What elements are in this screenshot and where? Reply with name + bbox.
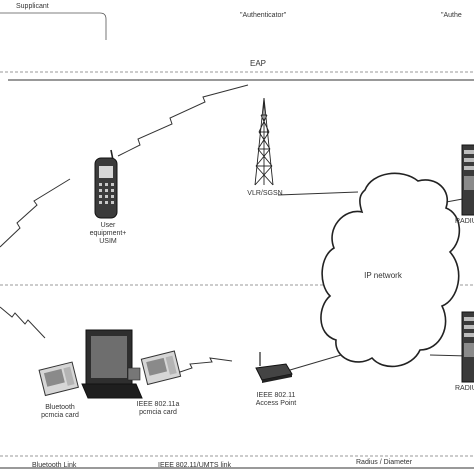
auth-server-label: "Authe	[441, 12, 462, 19]
user-equipment-label-line2: equipment+	[89, 230, 127, 237]
vlr-sgsn-label: VLR/SGSN	[247, 190, 283, 197]
card-to-ap-wireless-link	[176, 357, 233, 374]
access-point-icon	[255, 352, 293, 383]
wlan-pcmcia-card-icon	[140, 350, 182, 386]
wlan-card-label-line1: IEEE 802.11a	[136, 401, 180, 408]
supplicant-label: Supplicant	[16, 3, 49, 10]
radius-bottom-label: RADIUS	[455, 385, 474, 392]
user-equipment-label-line1: User	[100, 222, 116, 229]
vlr-to-cloud-line	[277, 191, 359, 196]
mobile-phone-icon	[94, 149, 118, 219]
radius-server-top-icon	[461, 144, 474, 216]
authenticator-label: "Authenticator"	[240, 12, 287, 19]
ip-network-label: IP network	[364, 271, 402, 280]
bluetooth-pcmcia-card-icon	[38, 361, 79, 397]
eap-label: EAP	[249, 59, 267, 68]
vlr-sgsn-tower-icon	[254, 97, 274, 186]
radius-diameter-label: Radius / Diameter	[356, 459, 413, 466]
access-point-label-line1: IEEE 802.11	[256, 392, 296, 399]
radius-top-label: RADIUS	[455, 218, 474, 225]
bluetooth-card-label-line2: pcmcia card	[41, 412, 79, 419]
laptop-icon	[81, 329, 143, 399]
ip-network-cloud	[320, 172, 461, 368]
supplicant-bracket	[0, 12, 107, 40]
access-point-label-line2: Access Point	[255, 400, 297, 407]
wlan-umts-link-label: IEEE 802.11/UMTS link	[158, 462, 232, 469]
wlan-card-label-line2: pcmcia card	[139, 409, 177, 416]
radius-server-bottom-icon	[461, 311, 474, 383]
bluetooth-link-label: Bluetooth Link	[32, 462, 77, 469]
left-to-ue-wireless-link	[0, 178, 71, 248]
left-to-bluetooth-wireless-link	[0, 306, 46, 339]
bluetooth-card-label-line1: Bluetooth	[45, 404, 75, 411]
user-equipment-label-line3: USIM	[99, 238, 117, 245]
ue-to-tower-wireless-link	[117, 84, 249, 157]
